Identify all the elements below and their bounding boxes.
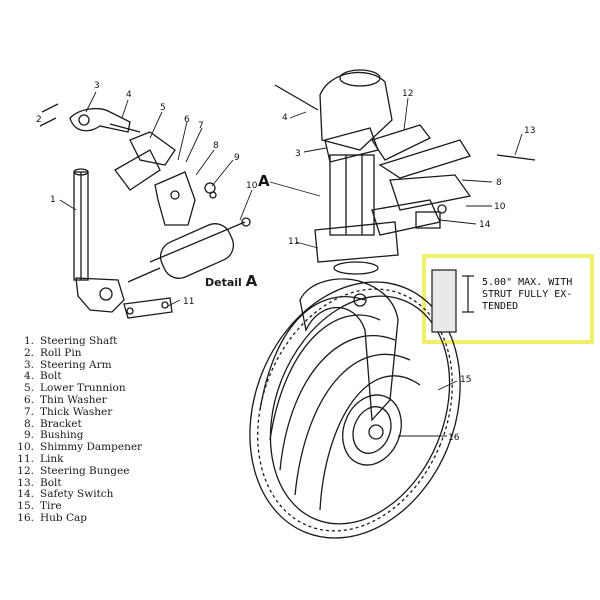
legend-item: 11. Link bbox=[14, 452, 142, 466]
callout-detail-8: 8 bbox=[213, 141, 219, 151]
legend-item: 5. Lower Trunnion bbox=[14, 382, 142, 395]
callout-main-16: 16 bbox=[448, 433, 460, 443]
legend-part-name: Steering Shaft bbox=[40, 335, 118, 347]
legend-part-name: Steering Bungee bbox=[40, 464, 130, 477]
legend-item: 3. Steering Arm bbox=[14, 358, 142, 372]
callout-main-3: 3 bbox=[295, 149, 301, 159]
callout-detail-6: 6 bbox=[184, 115, 190, 125]
legend-number: 12. bbox=[17, 464, 34, 477]
legend-part-name: Shimmy Dampener bbox=[40, 441, 143, 454]
legend-number: 8. bbox=[23, 417, 34, 430]
strut-view-letter: A bbox=[258, 172, 270, 190]
legend-number: 16. bbox=[17, 511, 34, 524]
legend-item: 8. Bracket bbox=[14, 417, 142, 431]
legend-part-name: Hub Cap bbox=[40, 511, 87, 524]
detail-a-title: Detail A bbox=[205, 272, 257, 290]
callout-detail-7: 7 bbox=[198, 121, 204, 131]
callout-main-10: 10 bbox=[494, 202, 506, 212]
callout-main-4: 4 bbox=[282, 113, 288, 123]
legend-item: 9. Bushing bbox=[14, 429, 142, 442]
legend-item: 14. Safety Switch bbox=[14, 488, 142, 501]
legend-part-name: Thick Washer bbox=[40, 405, 113, 418]
callout-detail-5: 5 bbox=[160, 103, 166, 113]
legend-item: 16. Hub Cap bbox=[14, 511, 142, 525]
detail-letter: A bbox=[245, 272, 258, 290]
detail-word: Detail bbox=[205, 276, 242, 289]
legend-number: 7. bbox=[23, 405, 34, 418]
legend-number: 2. bbox=[23, 346, 34, 359]
parts-legend: 1. Steering Shaft 2. Roll Pin 3. Steering Arm… bbox=[14, 335, 143, 525]
callout-detail-11: 11 bbox=[183, 297, 194, 307]
legend-number: 1. bbox=[23, 335, 34, 347]
legend-part-name: Link bbox=[40, 452, 64, 465]
legend-part-name: Tire bbox=[40, 500, 62, 513]
detail-a-assembly bbox=[39, 103, 251, 319]
legend-number: 14. bbox=[17, 488, 34, 501]
dimension-symbol bbox=[431, 269, 474, 333]
legend-item: 12. Steering Bungee bbox=[14, 464, 142, 478]
callout-main-13: 13 bbox=[524, 126, 535, 136]
legend-item: 10. Shimmy Dampener bbox=[14, 441, 143, 454]
legend-part-name: Roll Pin bbox=[40, 346, 82, 359]
legend-part-name: Steering Arm bbox=[40, 358, 112, 371]
legend-item: 15. Tire bbox=[14, 500, 142, 513]
legend-part-name: Bolt bbox=[40, 476, 62, 489]
leader-lines bbox=[59, 91, 523, 437]
legend-number: 5. bbox=[23, 382, 34, 395]
legend-item: 13. Bolt bbox=[14, 476, 142, 490]
legend-number: 11. bbox=[17, 452, 34, 465]
legend-part-name: Safety Switch bbox=[40, 488, 114, 501]
legend-part-name: Bolt bbox=[40, 370, 62, 383]
callout-detail-4: 4 bbox=[126, 90, 132, 100]
legend-item: 2. Roll Pin bbox=[14, 346, 142, 360]
hub-cap bbox=[342, 394, 402, 466]
tire bbox=[249, 281, 461, 539]
callout-main-11: 11 bbox=[288, 237, 299, 247]
callout-detail-1: 1 bbox=[50, 195, 56, 205]
legend-number: 6. bbox=[23, 393, 34, 406]
legend-item: 6. Thin Washer bbox=[14, 393, 142, 407]
legend-number: 3. bbox=[23, 358, 34, 371]
legend-part-name: Bracket bbox=[40, 417, 82, 430]
callout-main-15: 15 bbox=[460, 375, 471, 385]
callout-detail-3: 3 bbox=[94, 81, 100, 91]
callout-main-12: 12 bbox=[402, 89, 413, 99]
strut-extension-note: 5.00" MAX. WITH STRUT FULLY EX- TENDED bbox=[482, 277, 573, 312]
legend-part-name: Lower Trunnion bbox=[40, 382, 126, 395]
legend-item: 1. Steering Shaft bbox=[14, 335, 142, 348]
callout-detail-9: 9 bbox=[234, 153, 240, 163]
legend-number: 10. bbox=[17, 441, 34, 454]
legend-number: 9. bbox=[23, 429, 34, 442]
legend-part-name: Bushing bbox=[40, 429, 84, 442]
legend-item: 4. Bolt bbox=[14, 370, 142, 383]
legend-item: 7. Thick Washer bbox=[14, 405, 142, 419]
callout-detail-2: 2 bbox=[36, 115, 42, 125]
legend-number: 4. bbox=[23, 370, 34, 383]
callout-main-14: 14 bbox=[479, 220, 491, 230]
legend-part-name: Thin Washer bbox=[40, 393, 107, 406]
callout-numbers: 3 2 4 5 6 7 8 9 10 1 11 4 3 12 13 8 10 1… bbox=[36, 81, 535, 443]
nose-gear-strut bbox=[274, 69, 536, 422]
legend-number: 13. bbox=[17, 476, 34, 489]
callout-detail-10: 10 bbox=[246, 181, 258, 191]
legend-number: 15. bbox=[17, 500, 34, 513]
callout-main-8: 8 bbox=[496, 178, 502, 188]
